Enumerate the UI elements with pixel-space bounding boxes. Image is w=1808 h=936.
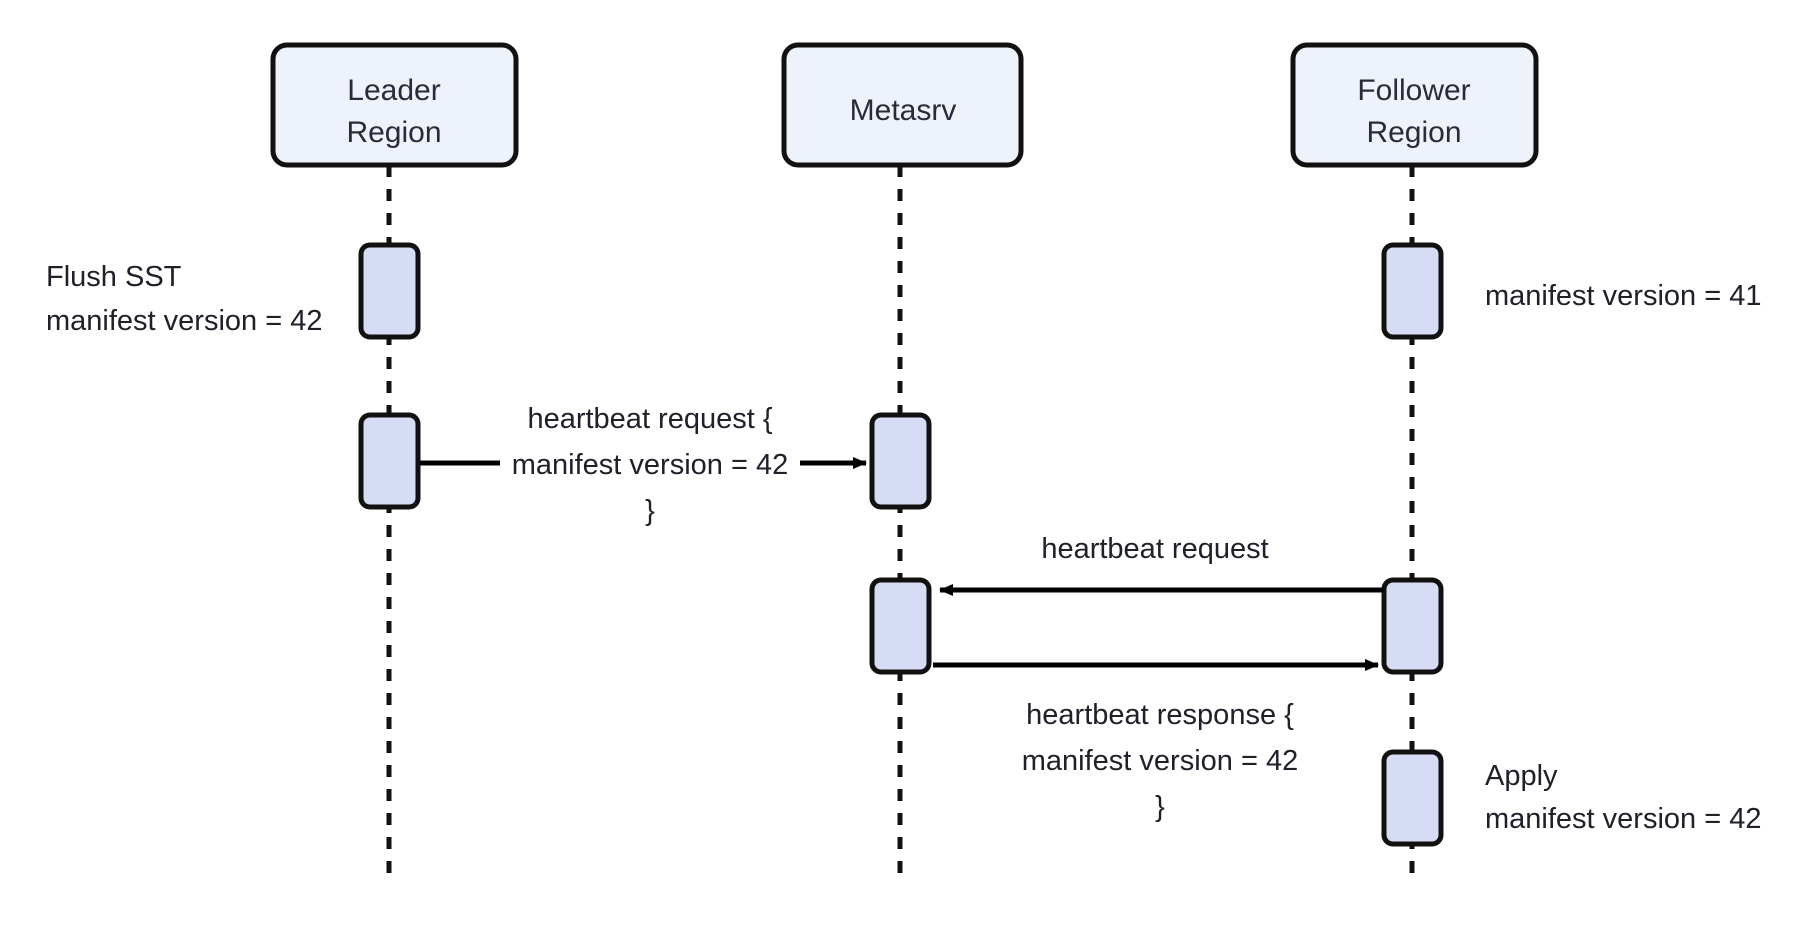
activation-metasrv-follower-heartbeat <box>869 577 932 675</box>
participant-leader-box <box>270 42 519 168</box>
message-metasrv-heartbeat-response[interactable]: heartbeat response { manifest version = … <box>933 659 1379 823</box>
note-follower-apply-line2: manifest version = 42 <box>1485 803 1761 835</box>
note-follower-initial-version-line1: manifest version = 41 <box>1485 280 1761 312</box>
note-follower-initial-version: manifest version = 41 <box>1485 280 1761 312</box>
message-metasrv-heartbeat-response-label-line2: manifest version = 42 <box>1022 745 1298 777</box>
participant-metasrv[interactable]: Metasrv <box>781 42 1024 168</box>
participant-leader-label-line2: Region <box>346 116 441 149</box>
participant-leader-label-line1: Leader <box>347 74 440 107</box>
activation-metasrv-leader-heartbeat <box>869 412 932 510</box>
note-follower-apply: Apply manifest version = 42 <box>1485 760 1761 835</box>
note-flush-sst: Flush SST manifest version = 42 <box>46 261 322 337</box>
participant-leader[interactable]: Leader Region <box>270 42 519 168</box>
participant-follower[interactable]: Follower Region <box>1290 42 1539 168</box>
participant-metasrv-label-line1: Metasrv <box>850 94 957 127</box>
message-follower-heartbeat-request[interactable]: heartbeat request <box>939 533 1384 596</box>
message-metasrv-heartbeat-response-label-line3: } <box>1155 791 1165 823</box>
participant-follower-label-line2: Region <box>1366 116 1461 149</box>
message-leader-heartbeat-request[interactable]: heartbeat request { manifest version = 4… <box>420 403 867 527</box>
note-flush-sst-line2: manifest version = 42 <box>46 305 322 337</box>
activation-leader-flush <box>358 242 421 340</box>
activation-follower-initial <box>1381 242 1444 340</box>
participant-follower-box <box>1290 42 1539 168</box>
activation-leader-heartbeat <box>358 412 421 510</box>
message-leader-heartbeat-label-line2: manifest version = 42 <box>512 449 788 481</box>
participant-follower-label-line1: Follower <box>1357 74 1470 107</box>
message-leader-heartbeat-label-line1: heartbeat request { <box>527 403 772 435</box>
activation-follower-apply <box>1381 749 1444 847</box>
note-flush-sst-line1: Flush SST <box>46 261 182 293</box>
participant-metasrv-box <box>781 42 1024 168</box>
message-follower-heartbeat-label-line1: heartbeat request <box>1041 533 1268 565</box>
message-metasrv-heartbeat-response-label-line1: heartbeat response { <box>1026 699 1294 731</box>
note-follower-apply-line1: Apply <box>1485 760 1558 792</box>
activation-follower-heartbeat <box>1381 577 1444 675</box>
message-leader-heartbeat-label-line3: } <box>645 495 655 527</box>
